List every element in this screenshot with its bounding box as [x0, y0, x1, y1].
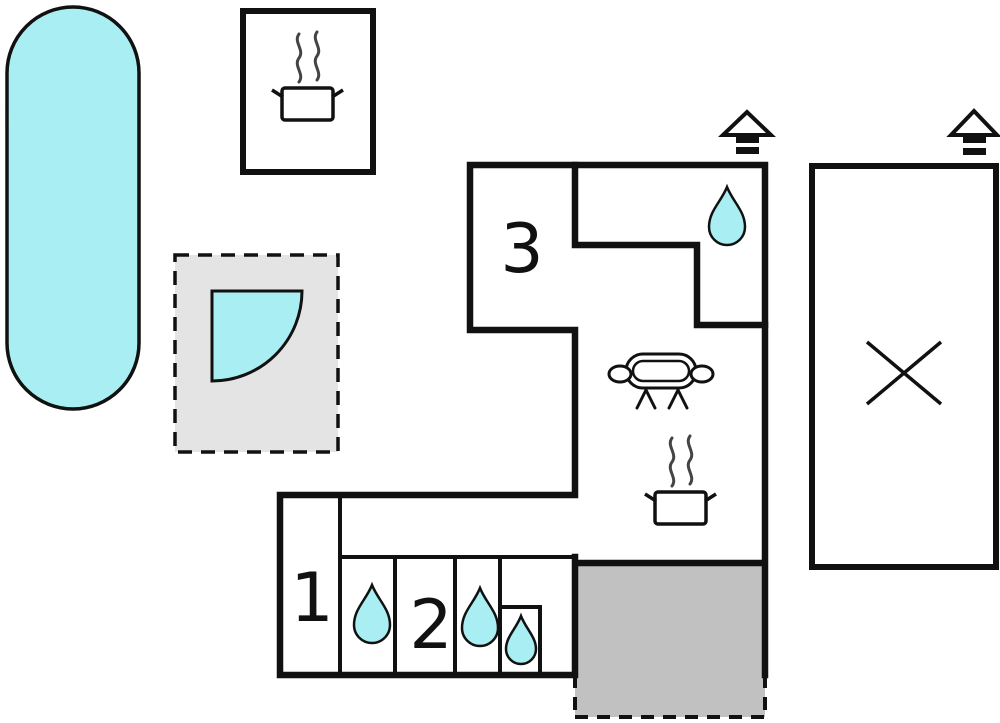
steam-icon	[668, 434, 694, 488]
parking-space	[809, 163, 999, 570]
pot-handles	[271, 88, 344, 99]
patio	[173, 253, 340, 454]
wing-partitions	[338, 493, 577, 677]
water-drop-icon	[460, 584, 500, 648]
chimney-icon	[718, 109, 776, 154]
room3-label: 3	[500, 210, 543, 289]
parking-outline	[809, 163, 999, 570]
terrace	[575, 563, 765, 717]
cross-icon	[865, 340, 943, 406]
water-drop-icon	[504, 612, 538, 666]
pot-handles	[644, 492, 717, 503]
kitchen	[644, 434, 717, 526]
corner-bath-icon	[210, 289, 304, 383]
bathroom-walls	[571, 161, 769, 329]
water-drop-icon	[352, 581, 392, 645]
exterior-walls	[276, 161, 769, 679]
room3-floor	[470, 165, 575, 330]
water-drop-icon	[707, 183, 747, 247]
swimming-pool	[5, 5, 141, 411]
room2-label: 2	[409, 586, 452, 665]
room1-label: 1	[290, 559, 333, 638]
stove-pot-icon	[653, 490, 708, 526]
stove-pot-icon	[280, 86, 335, 122]
terrace-dashed-edge	[573, 675, 767, 719]
steam-icon	[295, 30, 321, 84]
bbq-hut-outline	[240, 8, 376, 175]
chimney-icon	[946, 108, 1000, 155]
sofa-icon	[607, 352, 715, 410]
bbq-hut	[240, 8, 376, 175]
